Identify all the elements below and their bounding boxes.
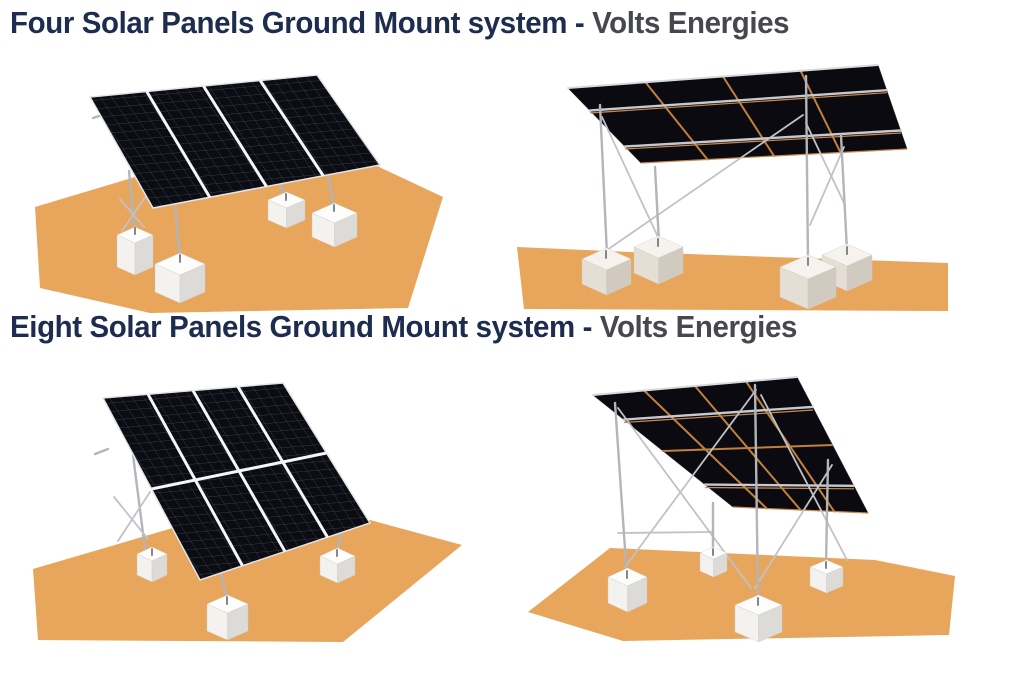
- concrete-footings: [607, 546, 844, 643]
- heading-four-separator: -: [567, 5, 593, 40]
- solar-array: [101, 382, 372, 581]
- concrete-footings: [581, 235, 873, 310]
- footing-block: [206, 594, 249, 641]
- footing-block: [779, 254, 837, 310]
- render-eight-panel-rear-view: [528, 376, 955, 643]
- heading-eight-main-text: Eight Solar Panels Ground Mount system: [10, 309, 575, 344]
- footing-block: [633, 235, 684, 285]
- footing-block: [311, 202, 358, 248]
- heading-four-panel-system: Four Solar Panels Ground Mount system - …: [10, 5, 790, 41]
- concrete-footings: [136, 546, 356, 641]
- footing-block: [809, 559, 844, 594]
- render-four-panel-front-view: [35, 74, 443, 313]
- heading-four-main-text: Four Solar Panels Ground Mount system: [10, 5, 568, 40]
- solar-array: [567, 64, 908, 164]
- ground-sand-patch: [517, 247, 948, 311]
- footing-block: [136, 546, 168, 583]
- footing-block: [116, 226, 154, 276]
- solar-array: [592, 376, 869, 514]
- support-structure: [613, 383, 848, 602]
- heading-four-brand-text: Volts Energies: [592, 5, 790, 40]
- ground-sand-patch: [33, 520, 462, 642]
- render-four-panel-rear-view: [517, 64, 948, 311]
- concrete-footings: [116, 191, 358, 304]
- heading-eight-brand-text: Volts Energies: [599, 309, 797, 344]
- heading-eight-separator: -: [574, 309, 600, 344]
- support-structure: [91, 112, 336, 262]
- ground-sand-patch: [35, 165, 443, 313]
- solar-array: [88, 74, 382, 209]
- footing-block: [607, 567, 648, 613]
- heading-eight-panel-system: Eight Solar Panels Ground Mount system -…: [10, 309, 797, 345]
- support-structure: [598, 74, 849, 265]
- footing-block: [699, 546, 728, 578]
- footing-block: [267, 191, 306, 229]
- footing-block: [734, 594, 783, 643]
- footing-block: [581, 247, 632, 296]
- render-eight-panel-front-view: [33, 382, 462, 642]
- footing-block: [154, 252, 206, 304]
- footing-block: [319, 547, 356, 584]
